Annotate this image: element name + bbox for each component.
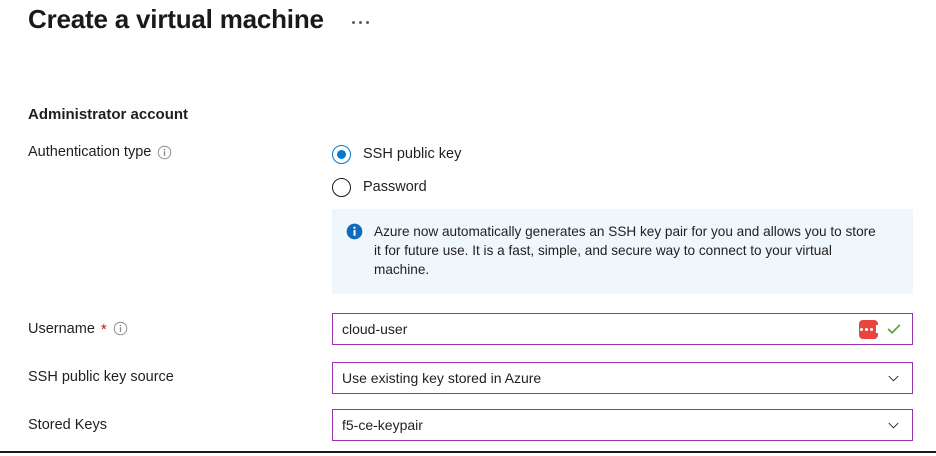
ellipsis-dot xyxy=(358,21,362,24)
badge-dot xyxy=(864,327,868,331)
label-ssh-public-key-source: SSH public key source xyxy=(28,369,174,385)
label-username: Username * xyxy=(28,320,128,337)
radio-password-label: Password xyxy=(363,179,427,195)
stored-keys-value: f5-ce-keypair xyxy=(342,417,423,433)
page-title: Create a virtual machine xyxy=(28,4,324,34)
ssh-public-key-source-select[interactable]: Use existing key stored in Azure xyxy=(332,362,913,394)
username-value: cloud-user xyxy=(342,321,408,337)
radio-password[interactable]: Password xyxy=(332,172,461,202)
label-stored-keys: Stored Keys xyxy=(28,417,107,433)
badge-dot xyxy=(869,327,873,331)
radio-selected-icon xyxy=(332,144,351,164)
password-manager-icon[interactable] xyxy=(859,319,878,339)
section-title-administrator-account: Administrator account xyxy=(28,106,189,123)
page-header: Create a virtual machine xyxy=(28,4,371,35)
radio-dot xyxy=(337,149,346,159)
badge-bar xyxy=(875,325,878,333)
chevron-down-icon[interactable] xyxy=(887,372,900,385)
required-marker: * xyxy=(100,321,107,338)
radio-unselected-icon xyxy=(332,177,351,197)
info-icon[interactable] xyxy=(113,321,128,336)
label-authentication-type: Authentication type xyxy=(28,144,172,160)
info-banner: Azure now automatically generates an SSH… xyxy=(332,209,913,294)
ellipsis-dot xyxy=(351,21,355,24)
info-icon[interactable] xyxy=(157,145,172,160)
stored-keys-label-text: Stored Keys xyxy=(28,417,107,433)
username-label-text: Username xyxy=(28,320,95,337)
ssh-public-key-source-value: Use existing key stored in Azure xyxy=(342,370,542,386)
info-banner-text: Azure now automatically generates an SSH… xyxy=(374,224,876,277)
authentication-type-label-text: Authentication type xyxy=(28,144,152,160)
bottom-divider xyxy=(0,451,936,453)
ssh-public-key-source-label-text: SSH public key source xyxy=(28,369,174,385)
info-icon xyxy=(346,223,363,240)
authentication-type-radio-group[interactable]: SSH public key Password xyxy=(332,139,461,202)
stored-keys-select[interactable]: f5-ce-keypair xyxy=(332,409,913,441)
radio-ssh-public-key[interactable]: SSH public key xyxy=(332,139,461,169)
badge-dot xyxy=(859,327,863,331)
more-options-icon[interactable] xyxy=(350,15,371,24)
chevron-down-icon[interactable] xyxy=(887,419,900,432)
validation-check-icon xyxy=(886,321,902,337)
radio-ssh-public-key-label: SSH public key xyxy=(363,146,462,162)
username-input[interactable]: cloud-user xyxy=(332,313,913,345)
ellipsis-dot xyxy=(365,21,369,24)
